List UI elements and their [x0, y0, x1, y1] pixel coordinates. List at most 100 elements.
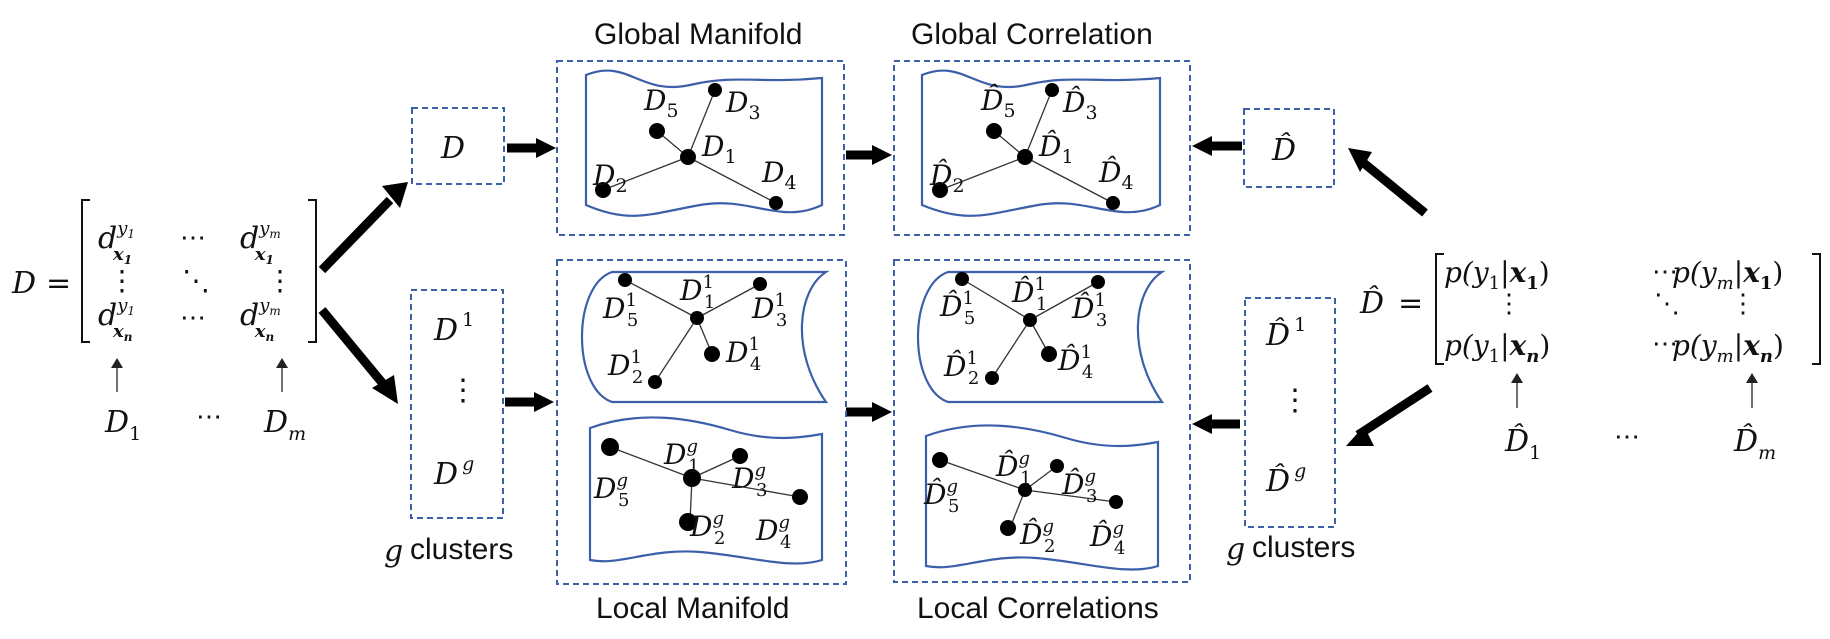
clusters-right-bottom: D̂g: [1265, 460, 1306, 499]
gm-edge-1-4: [687, 156, 777, 204]
gm-label-2: D2: [592, 159, 628, 197]
gm-node-5: [649, 123, 665, 139]
right-matrix-equals: =: [1398, 286, 1423, 321]
left-col1-label: D1: [104, 405, 141, 445]
arrow-rmatrix-to-clustersr-head: [1346, 426, 1374, 446]
right-matrix-cell-nm: p(ym|xn): [1672, 329, 1784, 367]
left-colm-arrowhead: [276, 358, 288, 368]
lcb-edge-1-5: [939, 459, 1026, 491]
arrow-matrix-to-d: [318, 196, 394, 274]
lcb-node-4: [1109, 495, 1123, 509]
right-matrix-ddots: ⋱: [1654, 289, 1680, 319]
right-matrix-vdots-left: ⋮: [1496, 289, 1522, 319]
gc-node-3: [1045, 83, 1059, 97]
arrow-rmatrix-to-clustersr: [1355, 384, 1433, 439]
right-matrix-bracket-right: [1812, 253, 1821, 365]
lcb-node-5: [932, 452, 948, 468]
lct-node-1: [1023, 313, 1037, 327]
lct-node-2: [985, 371, 999, 385]
gm-node-4: [769, 196, 783, 210]
lmb-edge-1-5: [609, 446, 693, 479]
lmt-node-5: [618, 273, 632, 287]
right-matrix-cell-1m: p(ym|x1): [1672, 256, 1783, 294]
lmt-node-1: [690, 311, 704, 325]
left-col1-arrowhead: [111, 358, 123, 368]
arrow-matrix-to-clusters-head: [372, 375, 398, 404]
right-matrix-bracket-left: [1435, 253, 1444, 365]
clusters-right-box: [1244, 297, 1336, 528]
left-matrix-equals: =: [46, 266, 71, 301]
lmb-node-5: [601, 438, 619, 456]
d-box: [411, 107, 505, 185]
global-manifold-sheet: [584, 69, 824, 217]
arrow-rmatrix-to-dhat: [1357, 156, 1428, 217]
lmb-edge-1-4: [691, 477, 801, 498]
lcb-node-3: [1050, 459, 1064, 473]
gc-node-1: [1017, 149, 1033, 165]
local-correlations-title: Local Correlations: [917, 592, 1159, 625]
lmt-node-4: [704, 346, 720, 362]
lct-node-4: [1041, 346, 1057, 362]
clusters-left-box: [410, 289, 504, 519]
left-matrix-lhs: D: [11, 266, 36, 301]
lcb-node-2: [1000, 520, 1016, 536]
left-col-dots: ⋯: [196, 402, 222, 432]
arrow-matrix-to-clusters: [318, 307, 388, 388]
gm-edge-1-3: [687, 89, 716, 158]
gc-label-1: D̂1: [1038, 130, 1074, 168]
gc-edge-1-2: [939, 156, 1026, 191]
dhat-box-label: D̂: [1271, 133, 1296, 168]
gc-label-4: D̂4: [1098, 156, 1134, 194]
left-matrix-ddots: ⋱: [182, 264, 210, 297]
gm-node-1: [680, 149, 696, 165]
local-correlations-sheet-top: [916, 270, 1166, 404]
gc-edge-1-4: [1024, 156, 1114, 204]
gm-node-3: [708, 83, 722, 97]
lcb-edge-1-4: [1024, 489, 1117, 503]
right-colm-arrowhead: [1746, 373, 1758, 383]
arrow-rmatrix-to-dhat-head: [1348, 148, 1372, 172]
gc-node-4: [1106, 196, 1120, 210]
gc-node-5: [986, 123, 1002, 139]
right-col-dots: ⋯: [1614, 422, 1640, 452]
gm-label-1: D1: [701, 130, 737, 168]
gm-edge-1-2: [602, 156, 689, 191]
arrow-d-to-global-manifold-head: [536, 138, 556, 158]
arrow-clustersr-to-local-correlations-head: [1192, 414, 1212, 434]
clusters-left-dots: ⋮: [448, 373, 478, 408]
gc-label-2: D̂2: [929, 159, 965, 197]
local-manifold-box: [556, 259, 847, 585]
left-matrix-vdots-left: ⋮: [108, 264, 136, 297]
gm-label-5: D5: [643, 84, 679, 122]
local-correlations-sheet-bottom: [924, 424, 1160, 571]
global-correlation-graph: D̂1 D̂2 D̂3 D̂4 D̂5: [929, 83, 1134, 210]
lct-edge-1-5: [961, 278, 1031, 321]
left-matrix-bracket-right: [308, 199, 317, 343]
lmb-node-4: [792, 489, 808, 505]
global-correlation-box: [893, 60, 1191, 236]
lct-node-3: [1091, 275, 1105, 289]
right-col1-arrowhead: [1511, 373, 1523, 383]
left-matrix-hdots-bottom: ⋯: [180, 303, 206, 333]
lmt-edge-1-2: [654, 317, 698, 383]
